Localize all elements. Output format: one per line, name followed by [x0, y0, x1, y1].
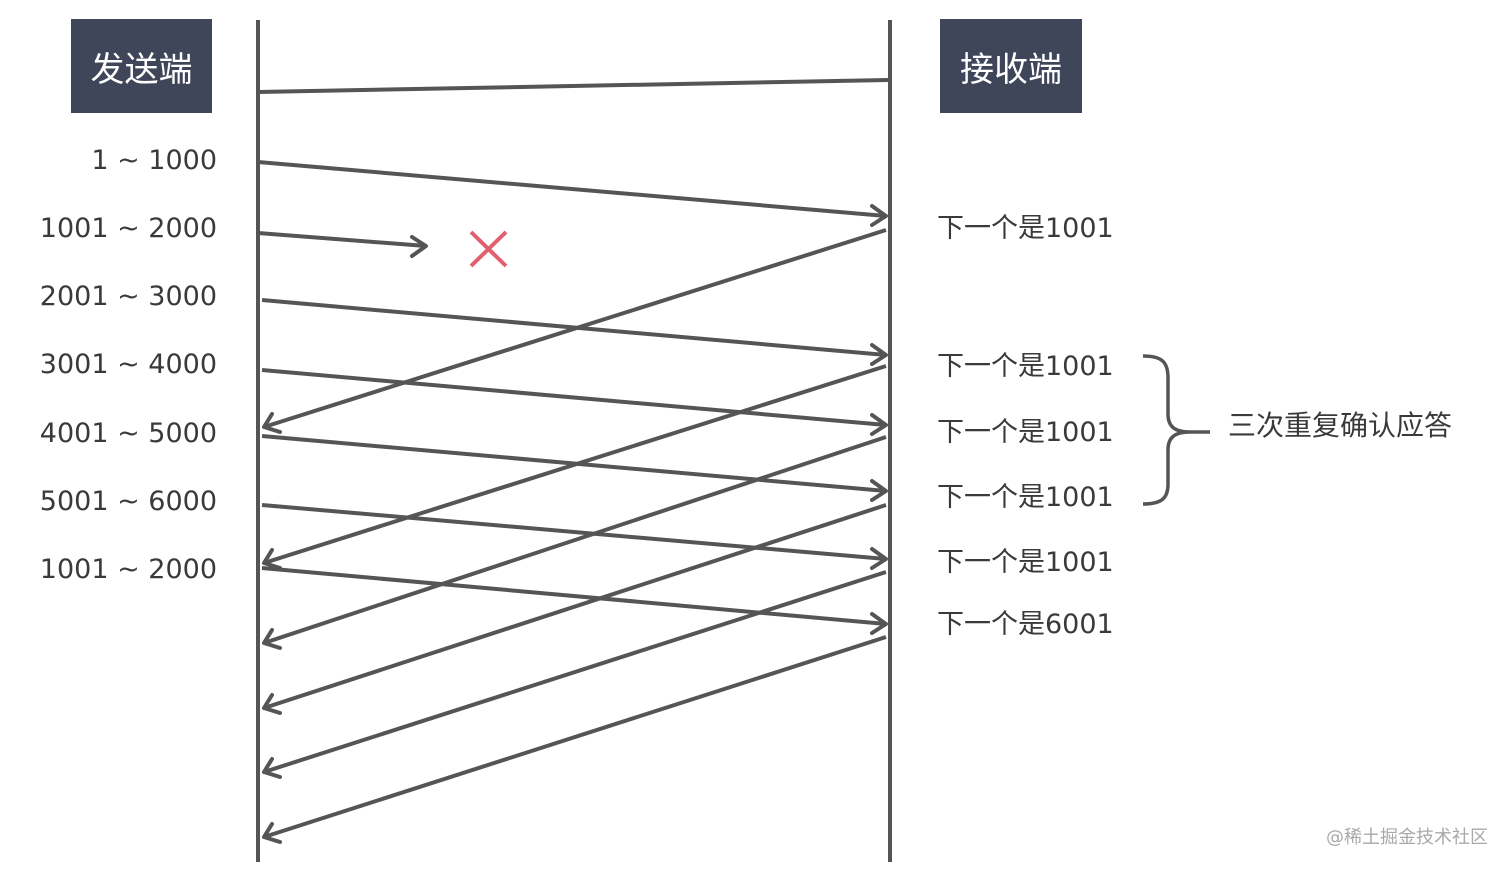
lost-mark-icon: [469, 230, 508, 268]
ack-label: 下一个是1001: [937, 351, 1114, 382]
data-arrow: [257, 160, 888, 227]
ack-label: 下一个是1001: [937, 547, 1114, 578]
handshake-line: [257, 78, 889, 94]
ack-arrow: [262, 364, 887, 570]
segment-label: 3001 ~ 4000: [39, 349, 217, 380]
ack-arrow: [262, 570, 887, 779]
lost-data-arrow: [257, 231, 428, 258]
ack-arrow: [262, 503, 887, 715]
segment-label: 1001 ~ 2000: [39, 213, 217, 244]
ack-label: 下一个是6001: [937, 609, 1114, 640]
sender-title: 发送端: [71, 19, 212, 113]
ack-arrow: [262, 435, 887, 650]
ack-label: 下一个是1001: [937, 482, 1114, 513]
segment-label: 2001 ~ 3000: [39, 281, 217, 312]
segment-label: 1 ~ 1000: [91, 145, 217, 176]
segment-label: 1001 ~ 2000: [39, 554, 217, 585]
watermark: @稀土掘金技术社区: [1326, 827, 1488, 848]
ack-arrow: [262, 228, 887, 434]
curly-brace: [1142, 354, 1210, 506]
segment-label: 4001 ~ 5000: [39, 418, 217, 449]
segment-label: 5001 ~ 6000: [39, 486, 217, 517]
data-arrow: [261, 503, 888, 570]
ack-label: 下一个是1001: [937, 213, 1114, 244]
data-arrow: [261, 298, 888, 366]
duplicate-ack-annotation: 三次重复确认应答: [1228, 409, 1453, 442]
retransmit-data-arrow: [261, 566, 888, 635]
ack-arrow: [262, 635, 887, 844]
receiver-title: 接收端: [940, 19, 1082, 113]
data-arrow: [261, 368, 888, 436]
ack-label: 下一个是1001: [937, 417, 1114, 448]
